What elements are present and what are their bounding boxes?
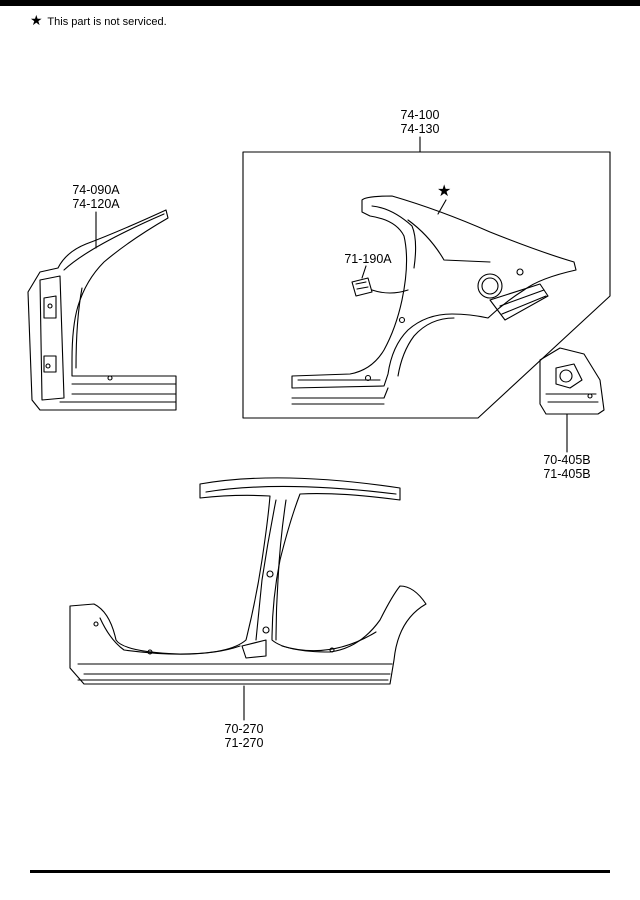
callout-rear-fender: 74-100 74-130 xyxy=(396,108,444,136)
callout-front-pillar-line1: 74-090A xyxy=(72,183,120,197)
bottom-border-bar xyxy=(30,870,610,873)
fuel-lid-housing xyxy=(351,265,409,297)
star-leader xyxy=(437,199,447,215)
callout-fuel-lid-housing-line1: 71-190A xyxy=(344,252,392,266)
callout-fuel-lid-housing: 71-190A xyxy=(338,252,398,266)
callout-rear-fender-line2: 74-130 xyxy=(400,122,440,136)
callout-rear-panel-line1: 70-405B xyxy=(543,453,591,467)
callout-side-outer: 70-270 71-270 xyxy=(220,722,268,750)
not-serviced-star-icon: ★ xyxy=(437,183,452,200)
callout-front-pillar: 74-090A 74-120A xyxy=(64,183,128,211)
front-pillar-panel xyxy=(27,209,177,411)
callout-rear-panel: 70-405B 71-405B xyxy=(536,453,598,481)
callout-front-pillar-line2: 74-120A xyxy=(72,197,120,211)
callout-side-outer-line1: 70-270 xyxy=(224,722,264,736)
rear-end-panel xyxy=(539,347,605,415)
top-border-bar xyxy=(0,0,640,6)
callout-rear-fender-line1: 74-100 xyxy=(400,108,440,122)
star-icon: ★ xyxy=(30,12,43,28)
body-side-outer-panel xyxy=(69,477,427,685)
rear-fender-panel xyxy=(291,195,577,405)
callout-side-outer-line2: 71-270 xyxy=(224,736,264,750)
service-note: ★ This part is not serviced. xyxy=(30,12,167,30)
rear-fender-inset-frame xyxy=(242,151,611,419)
service-note-text: This part is not serviced. xyxy=(47,16,167,28)
callout-rear-panel-line2: 71-405B xyxy=(543,467,591,481)
